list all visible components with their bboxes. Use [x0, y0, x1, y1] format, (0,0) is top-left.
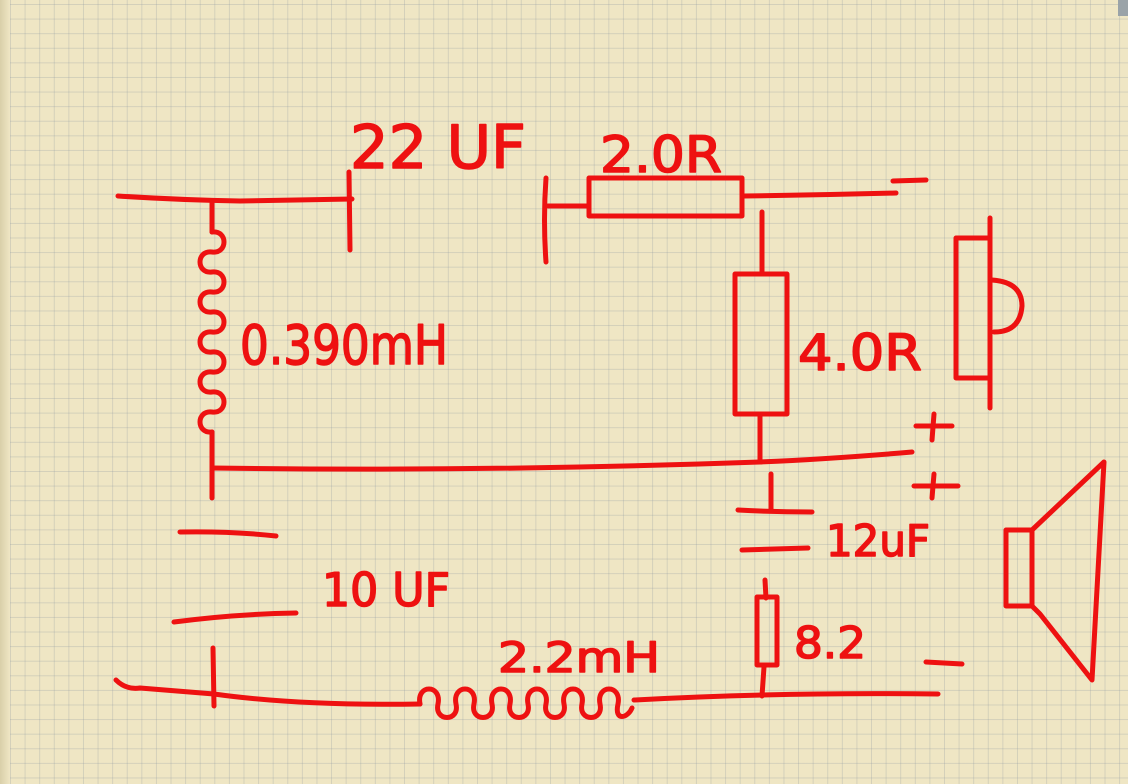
c-zobel-plate-top [735, 507, 815, 515]
speaker-icon [1003, 459, 1107, 683]
c-zobel-plate-bottom [739, 545, 811, 553]
label-r-shunt: 4.0R [798, 324, 922, 382]
r-zobel-bottom-lead [759, 664, 767, 699]
middle-wire [209, 449, 915, 472]
top-wire-left [115, 193, 355, 204]
l-shunt-coil [197, 229, 227, 435]
l-bottom-coil [417, 686, 635, 720]
label-c-bottom: 10 UF [322, 563, 450, 617]
label-c-zobel: 12uF [826, 516, 930, 567]
c-series-plate-right [542, 175, 549, 265]
c-bottom-plate-bottom [171, 610, 299, 625]
label-c-series: 22 UF [350, 113, 526, 183]
plus-sign-lower [911, 471, 961, 501]
label-l-bottom: 2.2mH [498, 633, 660, 682]
r-zobel-body [754, 594, 780, 668]
bottom-wire-right [631, 691, 941, 703]
scrollbar-corner[interactable] [1118, 0, 1128, 16]
label-l-shunt: 0.390mH [240, 314, 448, 377]
page-edge [0, 0, 10, 784]
tweeter-icon [953, 215, 1025, 411]
top-wire-right [741, 177, 929, 199]
bottom-wire-left [113, 677, 423, 707]
plus-sign-upper [913, 411, 955, 443]
c-bottom-lead [210, 645, 217, 709]
label-r-zobel: 8.2 [794, 618, 866, 669]
label-r-series: 2.0R [600, 126, 722, 184]
minus-sign [923, 659, 965, 667]
c-bottom-plate-top [177, 529, 279, 539]
r-shunt-body [732, 271, 790, 417]
c-series-plate-left [346, 169, 353, 253]
